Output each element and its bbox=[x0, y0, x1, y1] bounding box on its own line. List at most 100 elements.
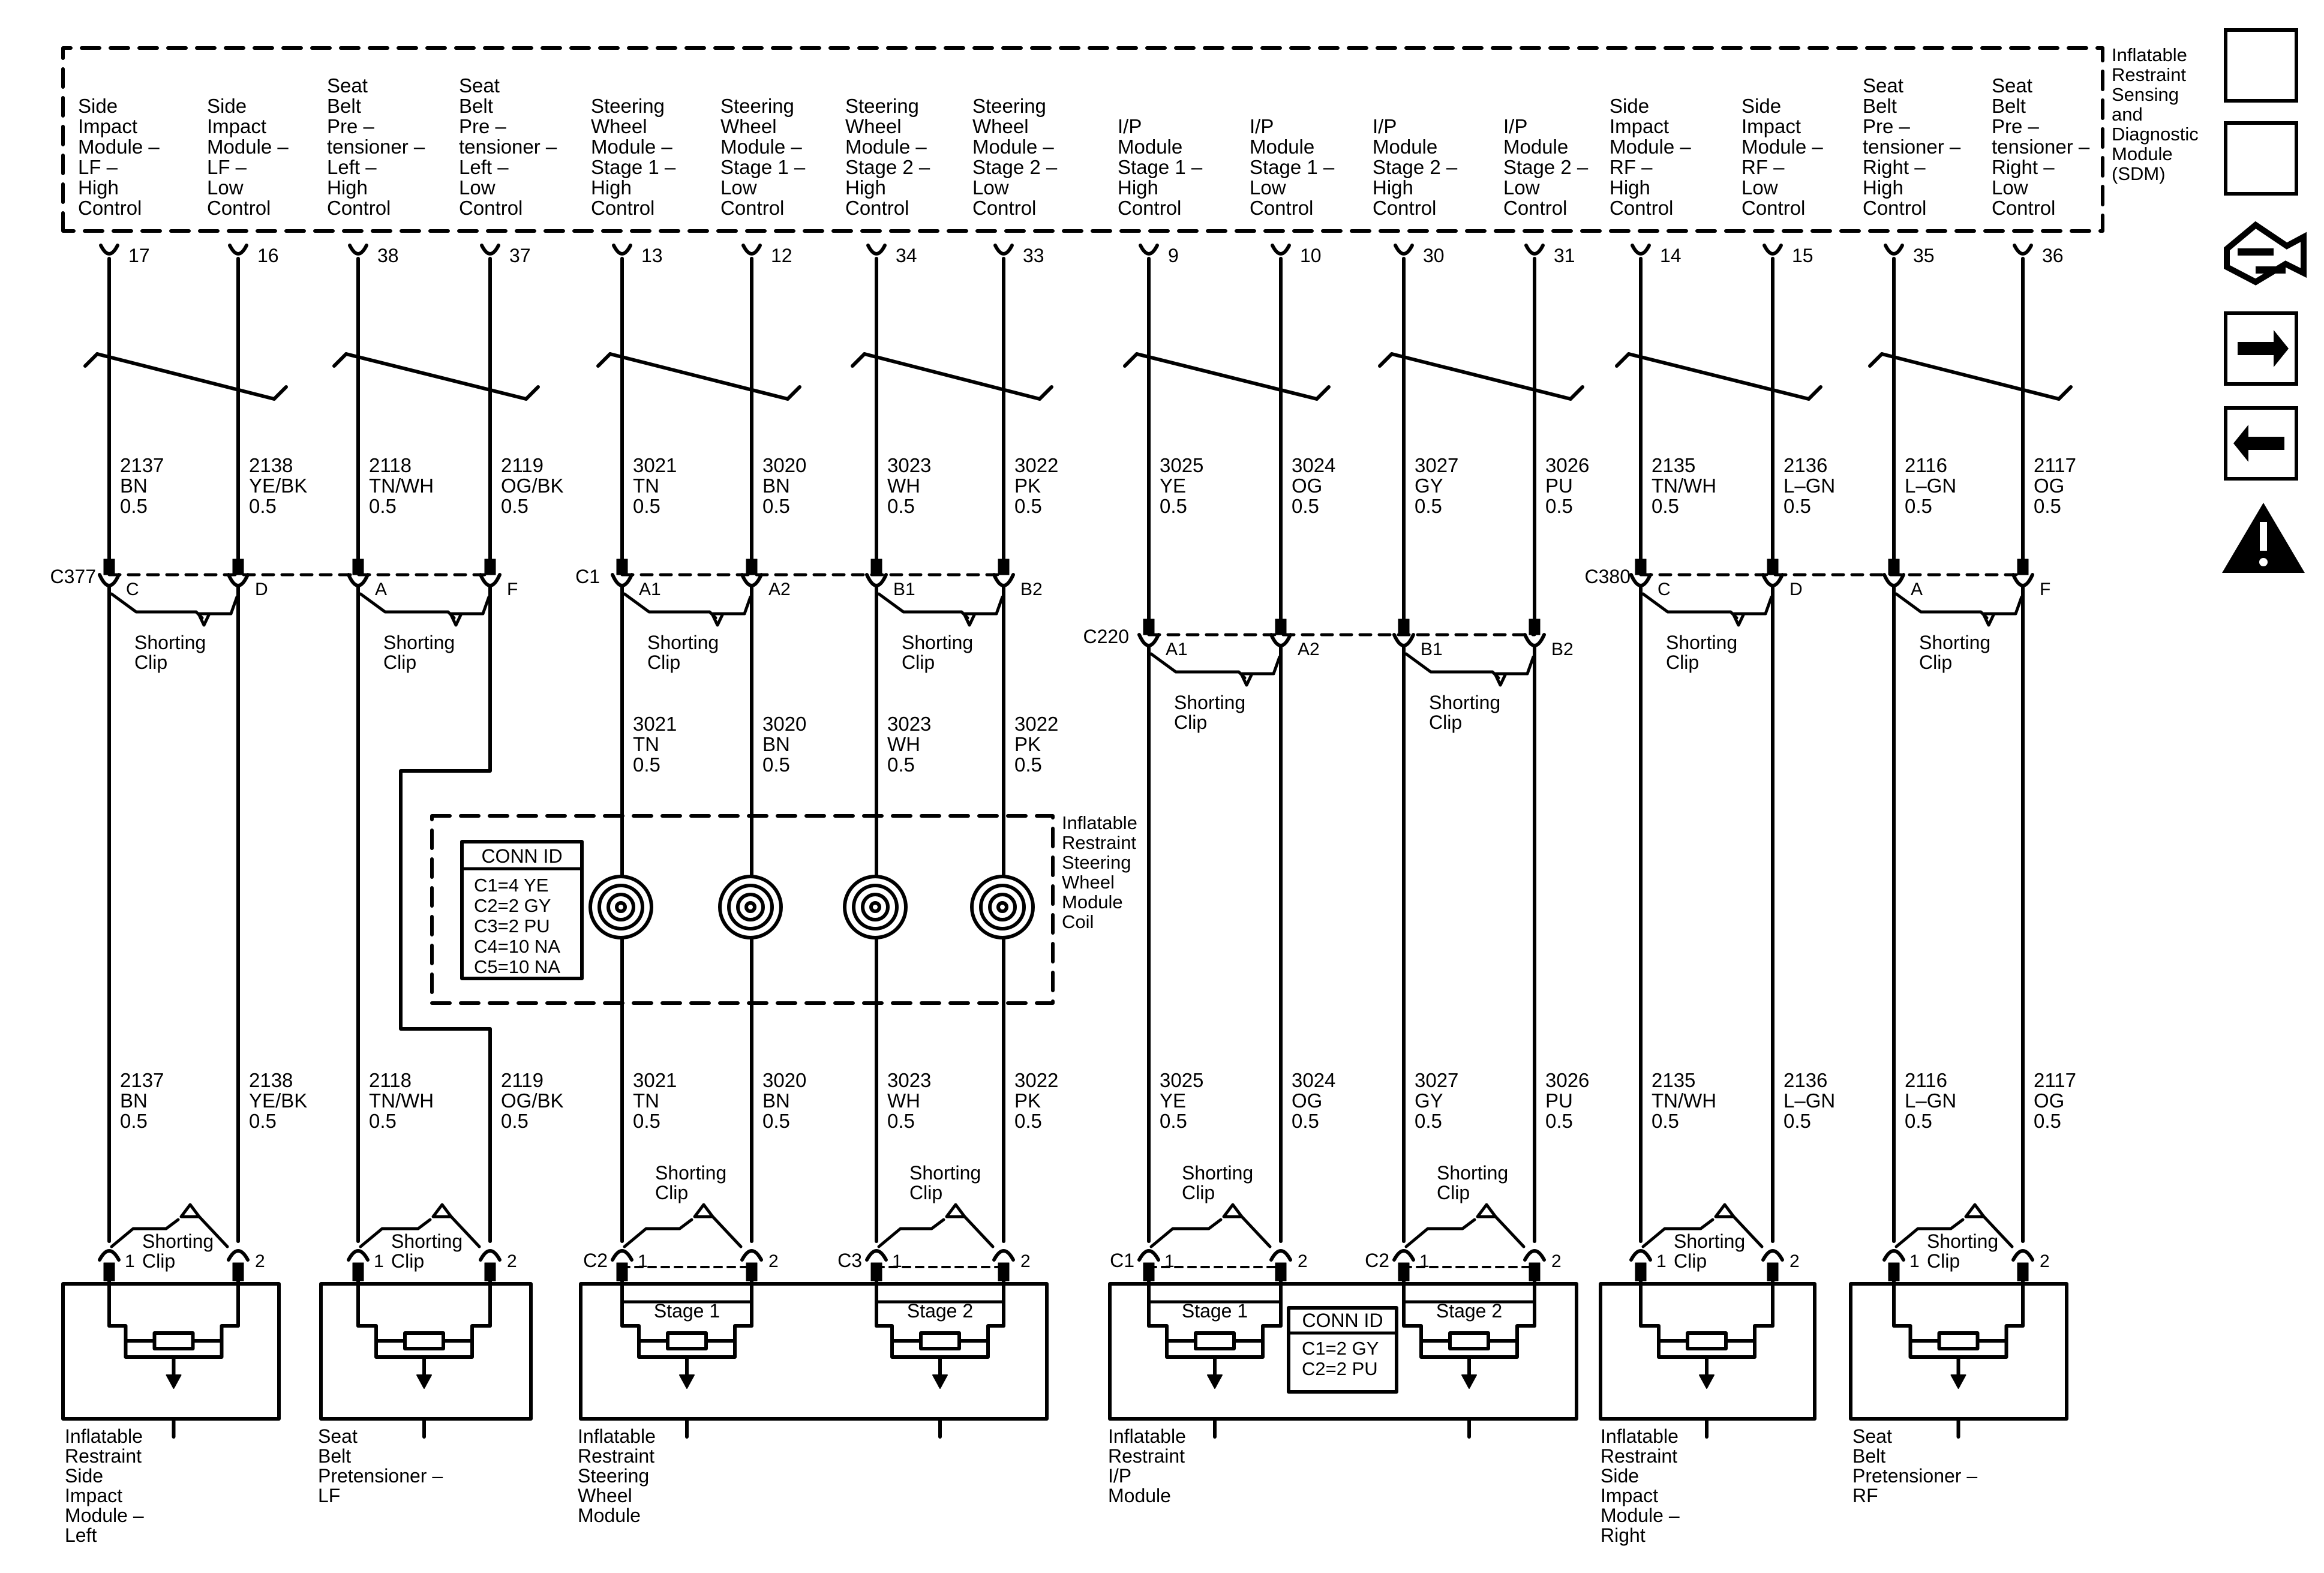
shorting-clip bbox=[1250, 655, 1281, 676]
connector-pins bbox=[2238, 248, 2286, 274]
component-pin bbox=[484, 1262, 496, 1281]
coil-housing bbox=[430, 814, 1055, 1005]
component-housing bbox=[1108, 1282, 1578, 1421]
coil-label: Module bbox=[1062, 891, 1123, 912]
sdm-circuit-label: Wheel bbox=[591, 115, 647, 137]
wire-label: 3024 bbox=[1292, 454, 1335, 476]
male-pin bbox=[1529, 619, 1541, 635]
inline-pin-label: A bbox=[375, 580, 387, 599]
wire-label: 0.5 bbox=[1652, 495, 1679, 517]
warning-icon[interactable] bbox=[2222, 503, 2305, 573]
wire-label: 0.5 bbox=[1783, 1110, 1811, 1132]
sdm-circuit-label: Impact bbox=[207, 115, 266, 137]
component-label: Restraint bbox=[578, 1445, 654, 1467]
previous-page-icon[interactable] bbox=[2224, 406, 2298, 481]
wire-label: PU bbox=[1545, 475, 1573, 497]
coil-conn-id-line: C1=4 YE bbox=[474, 875, 548, 896]
loc-button[interactable] bbox=[2224, 28, 2298, 103]
shorting-clip-label: Shorting bbox=[383, 632, 455, 653]
coil-conn-id-title: CONN ID bbox=[481, 845, 562, 867]
wire-label: 3020 bbox=[762, 454, 806, 476]
sdm-circuit-label: Stage 2 – bbox=[1373, 156, 1458, 178]
squib-arrow bbox=[1207, 1374, 1223, 1389]
desc-button-frame bbox=[2224, 121, 2298, 196]
component-pin-label: 2 bbox=[1298, 1251, 1308, 1271]
shorting-clip-tip bbox=[1493, 672, 1508, 687]
pin-number: 31 bbox=[1554, 245, 1575, 266]
male-pin bbox=[870, 559, 882, 575]
shorting-clip bbox=[623, 1218, 693, 1248]
shorting-clip bbox=[1992, 595, 2023, 616]
break-mark bbox=[1569, 385, 1584, 401]
pin-number: 38 bbox=[377, 245, 399, 266]
squib-arrow bbox=[1461, 1374, 1477, 1389]
sdm-circuit-label: Control bbox=[459, 197, 523, 219]
sdm-circuit-label: Stage 1 – bbox=[591, 156, 676, 178]
break-mark bbox=[344, 352, 528, 401]
wire-label: OG bbox=[2034, 1089, 2064, 1112]
wire-label: 0.5 bbox=[633, 754, 660, 776]
shorting-clip bbox=[460, 595, 491, 616]
component-label: Right bbox=[1601, 1524, 1646, 1546]
wire-label: 0.5 bbox=[1905, 495, 1932, 517]
wire-label: BN bbox=[120, 475, 148, 497]
side-toolbar[interactable] bbox=[2222, 28, 2307, 573]
sdm-circuit-label: Low bbox=[1250, 176, 1286, 199]
sdm-housing bbox=[61, 46, 2104, 233]
component-label: Inflatable bbox=[1108, 1425, 1186, 1447]
sdm-circuit-label: LF – bbox=[207, 156, 247, 178]
male-pin bbox=[1888, 559, 1900, 575]
sdm-circuit-label: LF – bbox=[78, 156, 118, 178]
component-pin-label: 2 bbox=[255, 1251, 265, 1271]
terminal-cup bbox=[2013, 244, 2033, 256]
sdm-circuit-label: Wheel bbox=[972, 115, 1029, 137]
wire-label: BN bbox=[762, 1089, 790, 1112]
pin-number: 17 bbox=[128, 245, 150, 266]
sdm-circuit-label: Pre – bbox=[459, 115, 507, 137]
coil-conn-id-line: C5=10 NA bbox=[474, 956, 560, 977]
component-pin bbox=[1398, 1262, 1410, 1281]
component-pin-label: 1 bbox=[1419, 1251, 1430, 1271]
wire-label: 0.5 bbox=[249, 1110, 277, 1132]
shorting-clip-label: Shorting bbox=[1182, 1162, 1253, 1184]
clockspring-coil bbox=[606, 893, 635, 921]
terminal-cup bbox=[99, 244, 119, 256]
inline-pin-label: B1 bbox=[1421, 640, 1443, 659]
sdm-circuit-label: Seat bbox=[1992, 74, 2032, 97]
clockspring-coil bbox=[852, 884, 899, 930]
sdm-module-label: and bbox=[2112, 104, 2143, 125]
sdm-circuit-label: Belt bbox=[327, 95, 361, 117]
squib-element bbox=[1937, 1331, 1980, 1350]
ip-conn-id-line: C2=2 PU bbox=[1302, 1358, 1378, 1379]
squib-arrow bbox=[679, 1374, 695, 1389]
connector-end-view-icon[interactable] bbox=[2224, 221, 2307, 286]
component-label: Inflatable bbox=[65, 1425, 143, 1447]
desc-button[interactable] bbox=[2224, 121, 2298, 196]
wire-lines bbox=[61, 46, 2104, 1439]
sdm-circuit-label: Control bbox=[1373, 197, 1436, 219]
wire-label: 2119 bbox=[501, 454, 544, 476]
left-arrow bbox=[2233, 425, 2284, 462]
component-pin bbox=[616, 1262, 628, 1281]
next-page-icon[interactable] bbox=[2224, 311, 2298, 386]
pin-number: 34 bbox=[896, 245, 917, 266]
component-pin bbox=[1635, 1262, 1647, 1281]
sdm-circuit-label: Side bbox=[78, 95, 118, 117]
pin-number: 16 bbox=[257, 245, 279, 266]
component-pin-label: 2 bbox=[2040, 1251, 2050, 1271]
component-pin bbox=[998, 1262, 1010, 1281]
sdm-circuit-label: High bbox=[1863, 176, 1903, 199]
female-cup bbox=[479, 573, 502, 587]
sdm-circuit-label: tensioner – bbox=[1992, 136, 2090, 158]
sdm-circuit-label: I/P bbox=[1118, 115, 1142, 137]
shorting-clip-label: Clip bbox=[909, 1182, 942, 1203]
stage-label: Stage 1 bbox=[1182, 1300, 1248, 1322]
squib-arrow bbox=[1950, 1374, 1966, 1389]
sdm-circuit-label: Module bbox=[1250, 136, 1314, 158]
break-mark bbox=[1868, 352, 1884, 368]
component-pin bbox=[1888, 1262, 1900, 1281]
break-mark bbox=[851, 352, 866, 368]
stage-label: Stage 2 bbox=[1436, 1300, 1502, 1322]
shorting-clip-tip bbox=[1731, 612, 1746, 627]
sdm-circuit-label: Module bbox=[1373, 136, 1437, 158]
